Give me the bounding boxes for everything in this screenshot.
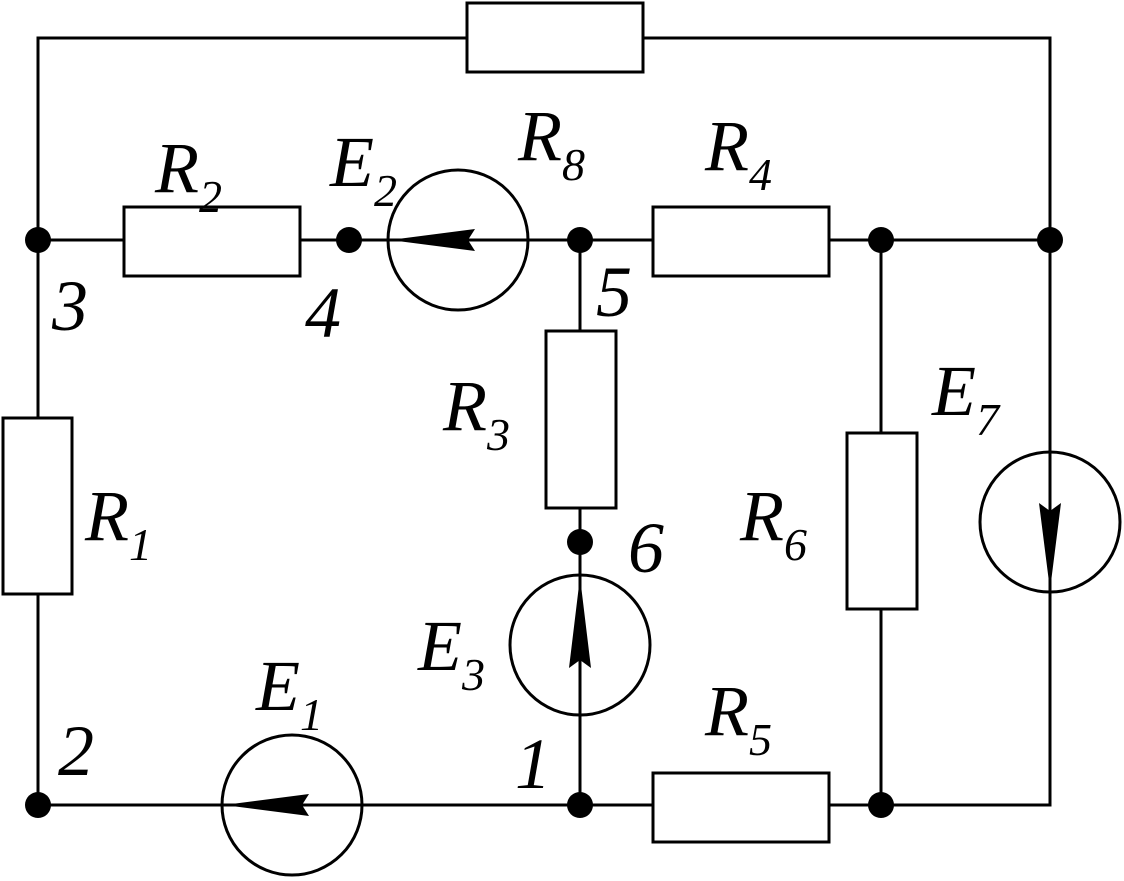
resistor-r8	[465, 1, 645, 74]
label-r2: R2	[154, 128, 222, 222]
resistor-r2	[122, 205, 302, 278]
resistor-r6	[845, 431, 919, 611]
resistor-r3	[544, 329, 618, 510]
arrow-down-icon	[1039, 503, 1061, 590]
label-r5: R5	[704, 671, 772, 765]
label-r4: R4	[704, 106, 772, 200]
node-label-5: 5	[596, 252, 632, 332]
label-r1: R1	[84, 476, 152, 570]
source-e7	[978, 450, 1122, 594]
label-r3: R3	[442, 366, 510, 460]
arrow-left-icon	[390, 229, 475, 251]
node-label-1: 1	[515, 724, 551, 804]
label-r6: R6	[739, 476, 807, 570]
label-r8: R8	[517, 96, 585, 190]
resistor-r5	[651, 771, 831, 844]
label-e1: E1	[255, 646, 323, 740]
arrow-left-icon	[224, 794, 309, 816]
node-label-3: 3	[51, 266, 88, 346]
node-label-4: 4	[305, 273, 341, 353]
label-e3: E3	[417, 606, 485, 700]
resistor-r1	[1, 416, 74, 596]
node-label-2: 2	[58, 711, 94, 791]
junctions	[25, 227, 1063, 818]
source-e3	[508, 573, 652, 717]
source-e2	[386, 168, 530, 312]
resistor-r4	[651, 205, 831, 278]
label-e7: E7	[931, 351, 1001, 445]
arrow-up-icon	[569, 577, 591, 668]
node-label-6: 6	[628, 508, 664, 588]
label-e2: E2	[329, 122, 397, 216]
source-e1	[220, 733, 364, 877]
